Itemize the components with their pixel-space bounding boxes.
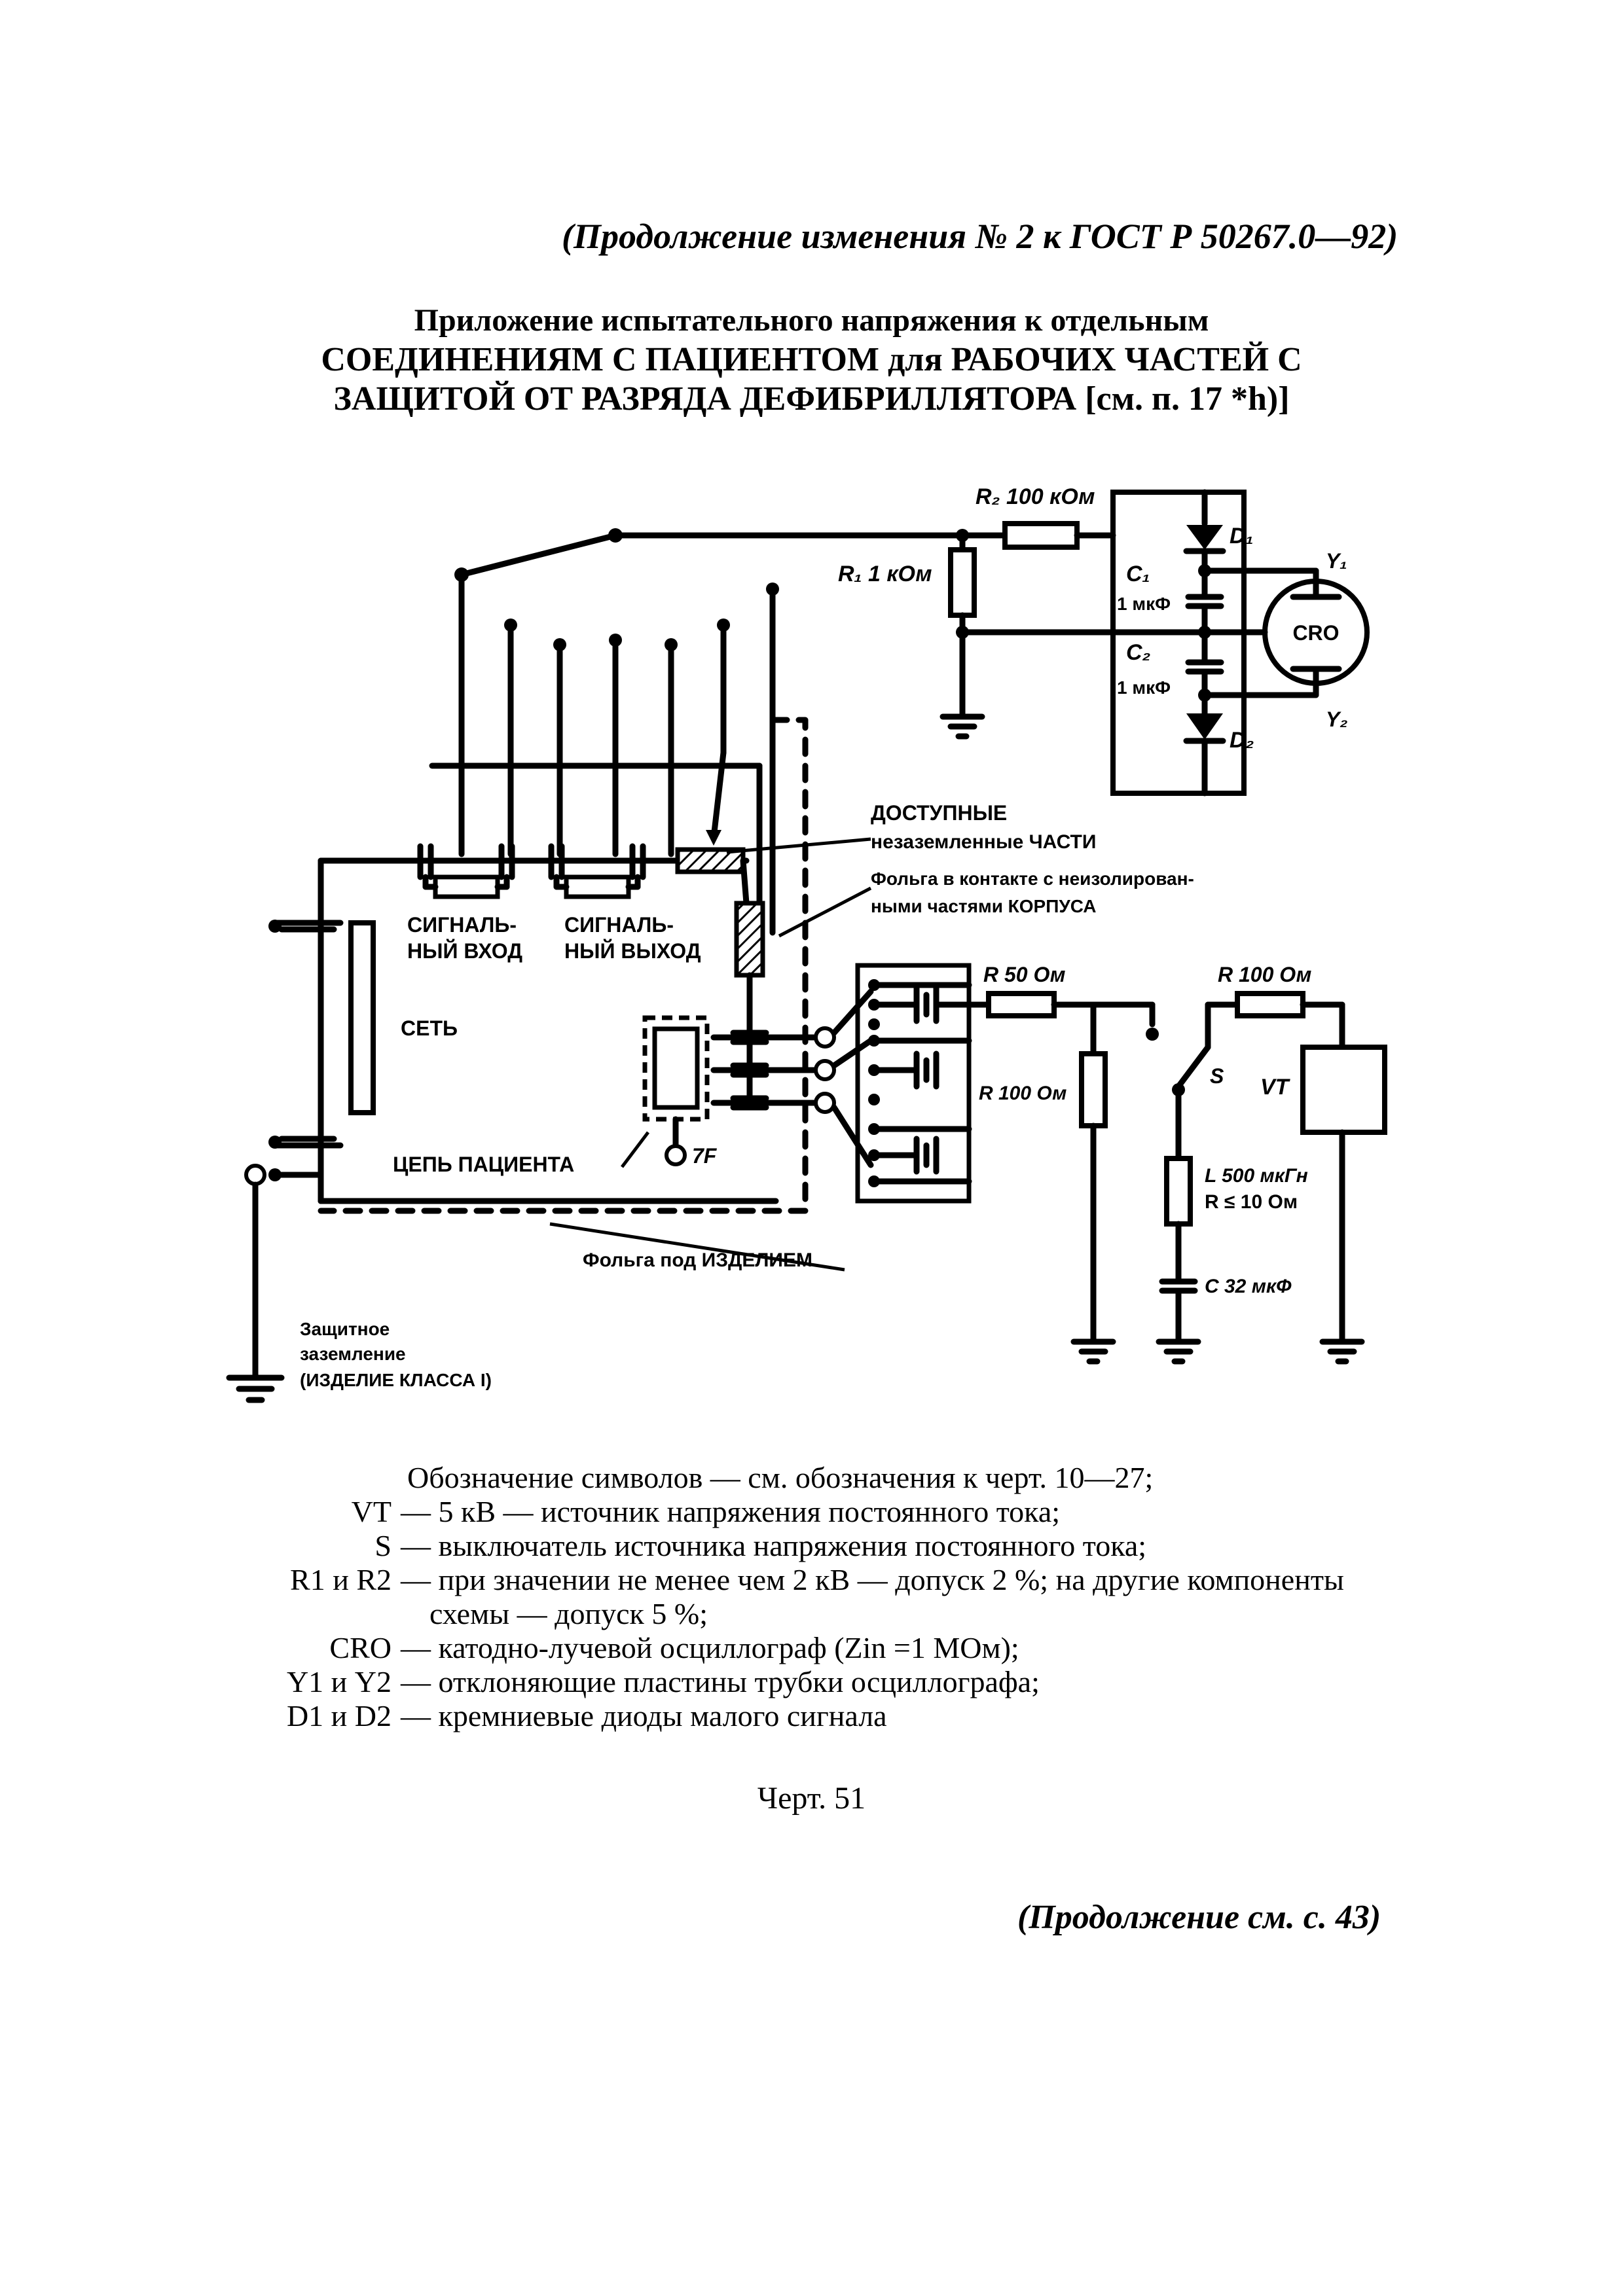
legend-text: — выключатель источника напряжения посто… (401, 1529, 1147, 1562)
diode-d2 (1186, 713, 1223, 740)
selector-switch-blade (458, 532, 619, 578)
c2-label: C₂ (1126, 640, 1151, 665)
resistor-r100-top (1235, 991, 1305, 1018)
switch-s (1175, 1044, 1211, 1090)
legend-row: R1 и R2 — при значении не менее чем 2 кВ … (234, 1563, 1344, 1597)
accessible-parts-label-1: ДОСТУПНЫЕ (871, 801, 1007, 825)
title-line-1: Приложение испытательного напряжения к о… (414, 303, 1209, 338)
figure-caption: Черт. 51 (757, 1781, 866, 1816)
c1-value: 1 мкФ (1117, 594, 1171, 614)
signal-output-label-2: НЫЙ ВЫХОД (564, 939, 701, 963)
legend-text: — при значении не менее чем 2 кВ — допус… (401, 1563, 1344, 1596)
legend-symbol: Y1 и Y2 (286, 1665, 392, 1698)
resistor-r50 (986, 991, 1057, 1018)
r100-top-label: R 100 Ом (1218, 963, 1312, 986)
legend-symbol: VT (351, 1495, 392, 1528)
c2-value: 1 мкФ (1117, 677, 1171, 698)
measurement-network (454, 489, 1370, 797)
y1-label: Y₁ (1326, 549, 1347, 573)
legend-symbol: R1 и R2 (290, 1563, 392, 1596)
signal-input-label-1: СИГНАЛЬ- (407, 913, 517, 937)
patient-circuit-label: ЦЕПЬ ПАЦИЕНТА (393, 1153, 574, 1176)
switch-s-label: S (1210, 1064, 1224, 1088)
cro-label: CRO (1292, 621, 1339, 645)
signal-input-resistor (433, 874, 500, 899)
measurement-box (1110, 490, 1247, 796)
d1-label: D₁ (1230, 524, 1254, 548)
r1-label: R₁ 1 кОм (838, 562, 932, 586)
legend-text: — отклоняющие пластины трубки осциллогра… (401, 1665, 1040, 1698)
vt-label: VT (1260, 1075, 1291, 1100)
resistor-r2 (1002, 521, 1080, 550)
r50-label: R 50 Ом (983, 963, 1066, 986)
accessible-parts-label-2: незаземленные ЧАСТИ (871, 831, 1096, 853)
legend-text: — кремниевые диоды малого сигнала (401, 1699, 887, 1732)
terminal-7f-label: 7F (692, 1144, 718, 1168)
legend-text: схемы — допуск 5 %; (429, 1597, 708, 1630)
enclosure-foil (734, 901, 765, 978)
enclosure-foil-label-1: Фольга в контакте с неизолирован- (871, 869, 1194, 889)
enclosure-foil-label-2: ными частями КОРПУСА (871, 896, 1097, 916)
c1-label: C₁ (1126, 562, 1150, 586)
inductor-label-1: L 500 мкГн (1205, 1165, 1308, 1187)
legend-row: Y1 и Y2 — отклоняющие пластины трубки осц… (234, 1665, 1040, 1699)
signal-output-resistor (564, 874, 631, 899)
signal-output-label-1: СИГНАЛЬ- (564, 913, 674, 937)
mains-resistor (348, 920, 376, 1115)
legend-row: CRO — катодно-лучевой осциллограф (Zin =1… (234, 1631, 1019, 1665)
legend-text: — катодно-лучевой осциллограф (Zin =1 МО… (401, 1631, 1019, 1664)
legend-text: — 5 кВ — источник напряжения постоянного… (401, 1495, 1061, 1528)
earth-label-2: заземление (300, 1344, 406, 1364)
inductor-label-2: R ≤ 10 Ом (1205, 1191, 1298, 1213)
earth-label-1: Защитное (300, 1319, 390, 1339)
switch-bank (855, 963, 972, 1204)
resistor-r100-vertical (1079, 1051, 1108, 1128)
continued-footer: (Продолжение см. с. 43) (1017, 1899, 1381, 1936)
device-under-test (226, 571, 825, 1403)
diode-d1 (1186, 525, 1223, 550)
legend-symbol: S (374, 1529, 392, 1562)
legend-symbol: CRO (329, 1631, 392, 1664)
test-voltage-source (814, 963, 1387, 1365)
legend-row: схемы — допуск 5 %; (234, 1597, 708, 1631)
continuation-header: (Продолжение изменения № 2 к ГОСТ Р 5026… (562, 217, 1398, 256)
signal-input-label-2: НЫЙ ВХОД (407, 939, 522, 963)
legend-row: S — выключатель источника напряжения пост… (234, 1529, 1146, 1563)
foil-under-device (318, 717, 809, 1214)
legend-intro: Обозначение символов — см. обозначения к… (407, 1461, 1154, 1494)
legend-row: VT — 5 кВ — источник напряжения постоянно… (234, 1495, 1060, 1529)
legend-symbol: D1 и D2 (286, 1699, 392, 1732)
title-line-3: ЗАЩИТОЙ ОТ РАЗРЯДА ДЕФИБРИЛЛЯТОРА [см. п… (333, 380, 1290, 418)
r100-left-label: R 100 Ом (979, 1083, 1067, 1104)
capacitor-label: C 32 мкФ (1205, 1276, 1292, 1297)
title-line-2: СОЕДИНЕНИЯМ С ПАЦИЕНТОМ для РАБОЧИХ ЧАСТ… (321, 341, 1302, 378)
foil-under-device-label: Фольга под ИЗДЕЛИЕМ (583, 1249, 812, 1271)
r2-label: R₂ 100 кОм (976, 484, 1095, 509)
legend-row: D1 и D2 — кремниевые диоды малого сигнала (234, 1699, 887, 1733)
y2-label: Y₂ (1326, 708, 1348, 731)
resistor-r1 (948, 547, 977, 618)
terminal-7f (665, 1144, 687, 1166)
earth-label-3: (ИЗДЕЛИЕ КЛАССА I) (300, 1370, 492, 1390)
d2-label: D₂ (1230, 728, 1254, 753)
inductor-l (1164, 1156, 1193, 1227)
voltage-source-vt (1300, 1045, 1387, 1135)
mains-label: СЕТЬ (401, 1016, 458, 1040)
